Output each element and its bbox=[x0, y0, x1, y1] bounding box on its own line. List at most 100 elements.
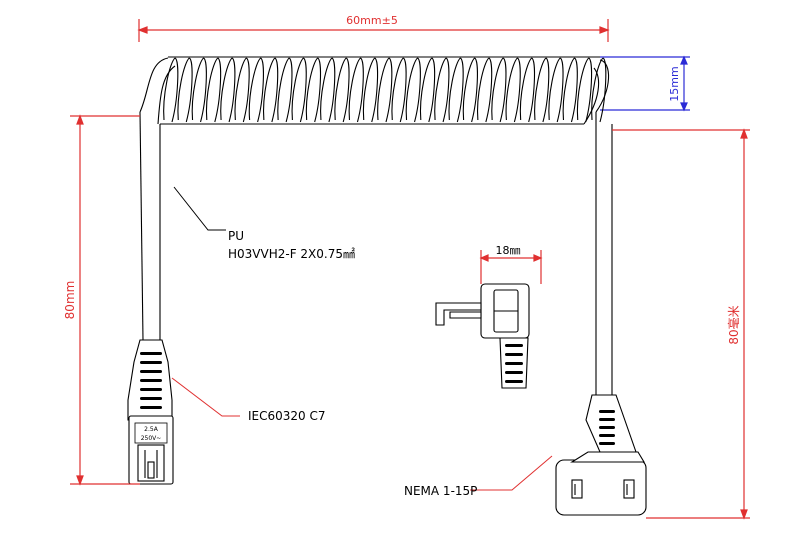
coil-loop bbox=[462, 57, 476, 121]
material-label: PU bbox=[228, 229, 244, 243]
grip-rib bbox=[140, 379, 162, 382]
c7-rating-line1: 2.5A bbox=[144, 426, 159, 433]
coil-loop-back bbox=[257, 57, 264, 123]
coil-loop bbox=[277, 57, 290, 121]
grip-rib bbox=[505, 380, 523, 383]
coil-loop bbox=[548, 57, 561, 121]
coil-loop bbox=[377, 57, 390, 121]
coil-height-dimension bbox=[600, 55, 690, 112]
coil-loop-back bbox=[414, 57, 421, 123]
callout-leaders bbox=[173, 186, 226, 231]
grip-rib bbox=[599, 418, 615, 421]
callout-leaders-red bbox=[171, 377, 553, 491]
grip-rib bbox=[140, 406, 162, 409]
coil-loop-back bbox=[200, 57, 207, 123]
coil-loop-back bbox=[299, 57, 307, 123]
plug-width-dimension bbox=[479, 250, 543, 284]
coil-loop-back bbox=[171, 57, 179, 123]
coil-loop-back bbox=[513, 57, 521, 123]
nema-plug bbox=[555, 394, 647, 516]
coil-loop bbox=[248, 57, 262, 121]
coil-loop-back bbox=[371, 57, 379, 123]
coil-loop bbox=[434, 57, 447, 121]
grip-rib bbox=[599, 410, 615, 413]
cable-spec-label: H03VVH2-F 2X0.75㎟ bbox=[228, 247, 355, 261]
coil-loop-back bbox=[556, 57, 564, 123]
c7-rating-line2: 250V~ bbox=[141, 435, 162, 442]
coil-loop bbox=[419, 57, 433, 121]
plug-width-label: 18㎜ bbox=[496, 244, 521, 257]
coil-loop-back bbox=[185, 57, 193, 123]
grip-rib bbox=[505, 353, 523, 356]
coil-loop bbox=[534, 57, 547, 121]
iec-c7-connector bbox=[127, 339, 174, 485]
grip-rib bbox=[505, 362, 523, 365]
grip-rib bbox=[505, 371, 523, 374]
coil-loop bbox=[491, 57, 504, 121]
coiled-cable bbox=[139, 56, 610, 125]
coil-loop bbox=[177, 57, 190, 121]
grip-rib bbox=[599, 426, 615, 429]
coil-loop bbox=[220, 57, 233, 121]
coil-loop bbox=[405, 57, 418, 121]
coil-loop-back bbox=[356, 57, 364, 123]
coil-width-dimension bbox=[137, 19, 610, 42]
grip-rib bbox=[140, 388, 162, 391]
coil-loop-back bbox=[528, 57, 535, 123]
coil-loop-back bbox=[285, 57, 293, 123]
coil-loop-back bbox=[456, 57, 464, 123]
left-length-label: 80mm bbox=[63, 281, 77, 320]
grip-rib bbox=[140, 370, 162, 373]
coil-loop-back bbox=[228, 57, 236, 123]
coil-loop bbox=[263, 57, 276, 121]
coil-loop-back bbox=[242, 57, 250, 123]
coil-loop-back bbox=[314, 57, 321, 123]
coil-width-label: 60mm±5 bbox=[346, 14, 398, 27]
coil-loop-back bbox=[499, 57, 507, 123]
coil-loop bbox=[505, 57, 518, 121]
coil-loop-back bbox=[599, 57, 607, 123]
coil-loop-back bbox=[570, 57, 578, 123]
right-length-label: 80毫米 bbox=[726, 305, 741, 344]
grip-rib bbox=[599, 434, 615, 437]
coil-loop bbox=[305, 57, 319, 121]
coil-loop bbox=[163, 57, 176, 121]
connector-left-label: IEC60320 C7 bbox=[248, 409, 326, 423]
coil-loop-back bbox=[399, 57, 407, 123]
coil-loop-back bbox=[342, 57, 350, 123]
coil-loop-back bbox=[271, 57, 279, 123]
coil-loop bbox=[320, 57, 333, 121]
coil-loop-back bbox=[214, 57, 222, 123]
coil-loop bbox=[576, 57, 590, 121]
coil-loop-back bbox=[471, 57, 478, 123]
grip-rib bbox=[140, 352, 162, 355]
coil-loop bbox=[348, 57, 361, 121]
coil-loop bbox=[477, 57, 490, 121]
coil-loop-back bbox=[485, 57, 493, 123]
grip-rib bbox=[599, 442, 615, 445]
grip-rib bbox=[140, 361, 162, 364]
right-cable bbox=[595, 112, 613, 395]
coil-loop bbox=[334, 57, 347, 121]
coil-loop-back bbox=[542, 57, 550, 123]
coil-loop-back bbox=[428, 57, 436, 123]
coil-height-label: 15mm bbox=[668, 66, 681, 101]
coil-loop bbox=[291, 57, 304, 121]
grip-rib bbox=[505, 344, 523, 347]
connector-right-label: NEMA 1-15P bbox=[404, 484, 477, 498]
coil-loop bbox=[205, 57, 219, 121]
coil-loop bbox=[562, 57, 575, 121]
coil-loop bbox=[191, 57, 204, 121]
coil-loop bbox=[234, 57, 247, 121]
left-cable bbox=[139, 111, 161, 341]
coil-loop-back bbox=[385, 57, 393, 123]
plug-side-view bbox=[435, 283, 530, 389]
grip-rib bbox=[140, 397, 162, 400]
coil-loop bbox=[448, 57, 461, 121]
coil-loop bbox=[391, 57, 404, 121]
coil-loop bbox=[362, 57, 376, 121]
coil-loop bbox=[519, 57, 533, 121]
coil-loop-back bbox=[328, 57, 336, 123]
right-length-dimension bbox=[612, 128, 750, 520]
